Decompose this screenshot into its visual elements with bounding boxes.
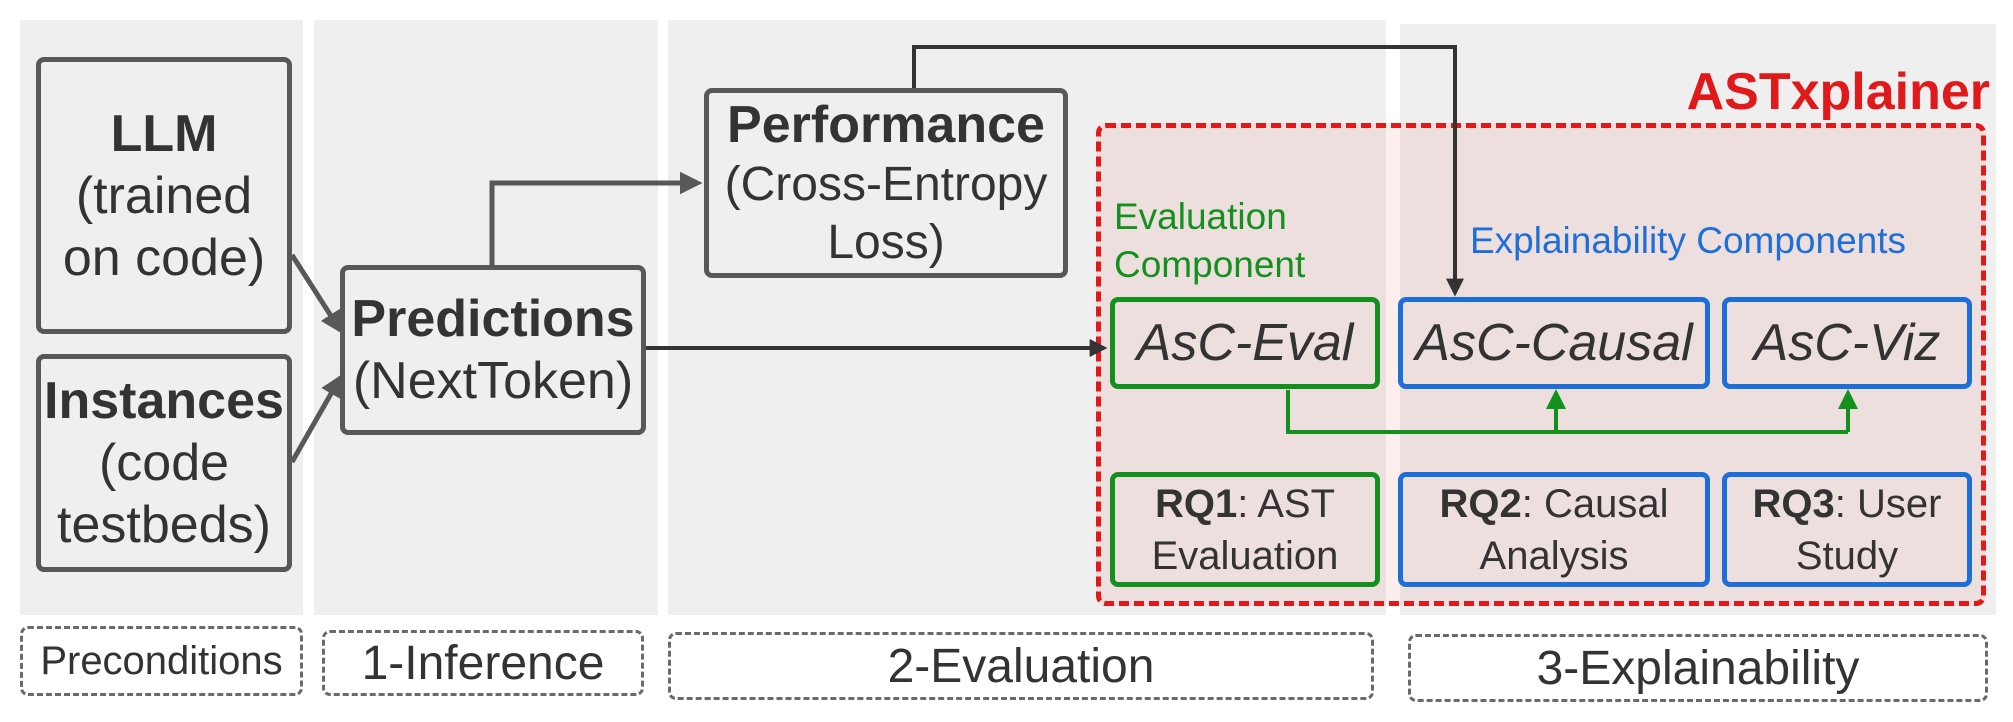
instances-box: Instances (code testbeds) [36,354,292,572]
evaluation-label-line-1: Evaluation [1114,196,1287,237]
instances-title: Instances [44,372,284,430]
stage-explainability: 3-Explainability [1408,634,1988,702]
rq1-line2: Evaluation [1151,533,1339,578]
astxplainer-title: ASTxplainer [1686,63,1990,121]
column-evaluation-bg [668,20,1386,615]
rq3-line2: Study [1795,533,1899,578]
rq3-box: RQ3: User Study [1722,472,1972,587]
stage-inference: 1-Inference [322,630,644,696]
rq3-rest: : User [1834,481,1942,526]
asc-causal-box: AsC-Causal [1398,297,1710,389]
llm-title: LLM [110,104,218,163]
column-preconditions-bg [20,20,303,615]
performance-line-1: (Cross-Entropy [724,158,1048,211]
predictions-title: Predictions [351,290,635,348]
stage-evaluation: 2-Evaluation [668,632,1374,700]
performance-box: Performance (Cross-Entropy Loss) [704,88,1068,278]
rq2-id: RQ2 [1439,481,1522,526]
rq3-id: RQ3 [1752,481,1835,526]
arrow-llm-to-predictions [289,253,343,334]
rq2-rest: : Causal [1521,481,1669,526]
arrow-predictions-to-performance [489,171,703,265]
asc-viz-box: AsC-Viz [1722,297,1972,389]
column-explainability-bg [1400,24,1996,615]
llm-line-2: on code) [62,228,266,287]
rq2-line2: Analysis [1479,533,1629,578]
asc-viz-label: AsC-Viz [1753,314,1941,372]
performance-title: Performance [727,96,1045,154]
rq1-id: RQ1 [1154,481,1238,526]
arrow-performance-to-causal [912,45,1464,297]
explainability-components-label: Explainability Components [1470,220,1907,261]
rq2-box: RQ2: Causal Analysis [1398,472,1710,587]
asc-eval-label: AsC-Eval [1136,314,1354,372]
llm-box: LLM (trained on code) [36,57,292,334]
instances-line-1: (code [98,434,230,492]
performance-line-2: Loss) [827,216,945,269]
stage-preconditions: Preconditions [20,626,303,696]
predictions-line: (NextToken) [352,352,634,410]
rq1-rest: : AST [1237,481,1336,526]
evaluation-label-line-2: Component [1114,244,1306,285]
astxplainer-region [1096,123,1986,606]
instances-line-2: testbeds) [57,496,271,554]
llm-line-1: (trained [75,166,253,225]
rq1-box: RQ1: AST Evaluation [1110,472,1380,587]
arrow-eval-to-explainability [1286,390,1848,434]
asc-eval-box: AsC-Eval [1110,297,1380,389]
predictions-box: Predictions (NextToken) [340,265,646,435]
evaluation-component-label: Evaluation Component [1114,193,1364,289]
asc-causal-label: AsC-Causal [1415,314,1693,372]
column-inference-bg [314,20,658,615]
arrow-instances-to-predictions [289,374,343,464]
